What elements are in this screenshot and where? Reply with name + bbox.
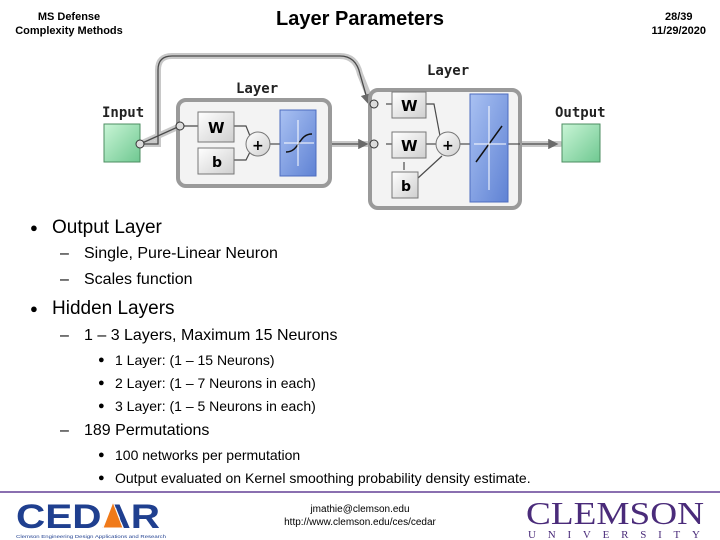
- hidden-layer-label: Layer: [236, 81, 278, 97]
- dot-marker: ●: [98, 400, 105, 412]
- clemson-logo: CLEMSON UNIVERSITY: [526, 495, 704, 540]
- course-line-2: Complexity Methods: [15, 25, 123, 37]
- bias-label-1: b: [212, 155, 222, 171]
- output-node: [561, 123, 601, 163]
- dot-marker: ●: [98, 377, 105, 389]
- bullet-text: Output Layer: [52, 217, 162, 238]
- sub-sub-bullet: ● 2 Layer: (1 – 7 Neurons in each): [30, 372, 710, 395]
- bias-label-2: b: [401, 179, 411, 195]
- summation-node-1: [245, 131, 271, 157]
- bias-block-2: [391, 171, 419, 199]
- bullet-marker: ●: [30, 220, 38, 235]
- sub-sub-bullet-text: 100 networks per permutation: [115, 447, 301, 463]
- cedar-logo-text: CEDAR: [16, 498, 160, 536]
- footer-divider: [0, 491, 720, 493]
- dot-marker: ●: [98, 354, 105, 366]
- sub-bullet: – Single, Pure-Linear Neuron: [30, 241, 710, 267]
- sub-sub-bullet: ● 100 networks per permutation: [30, 444, 710, 467]
- input-node: [103, 123, 141, 163]
- summation-node-2: [435, 131, 461, 157]
- sub-sub-bullet: ● Output evaluated on Kernel smoothing p…: [30, 467, 710, 490]
- dash-marker: –: [60, 422, 69, 439]
- cedar-logo: CEDAR Clemson Engineering Design Applica…: [16, 498, 167, 539]
- slide-title: Layer Parameters: [276, 8, 444, 30]
- sub-bullet-text: 189 Permutations: [84, 422, 210, 439]
- sum-label-1: +: [252, 138, 264, 154]
- sub-bullet: – 189 Permutations: [30, 418, 710, 444]
- dash-marker: –: [60, 271, 69, 288]
- sub-sub-bullet-text: Output evaluated on Kernel smoothing pro…: [115, 470, 531, 486]
- contact-url: http://www.clemson.edu/ces/cedar: [284, 517, 436, 528]
- weight-label-1: W: [208, 119, 225, 137]
- weight-label-2a: W: [401, 97, 418, 115]
- bullet-output-layer: ● Output Layer: [30, 214, 710, 241]
- sub-bullet: – 1 – 3 Layers, Maximum 15 Neurons: [30, 323, 710, 349]
- dash-marker: –: [60, 327, 69, 344]
- dot-marker: ●: [98, 449, 105, 461]
- contact-info: jmathie@clemson.edu http://www.clemson.e…: [230, 503, 490, 529]
- course-line-1: MS Defense: [37, 11, 101, 23]
- page-number: 28/39: [665, 11, 693, 23]
- slide-meta: 28/39 11/29/2020: [652, 10, 706, 38]
- course-title: MS Defense Complexity Methods: [4, 10, 134, 38]
- network-diagram: Input Output Layer Layer W b + W W b +: [102, 53, 606, 210]
- layer-weight-block-2: [391, 131, 427, 159]
- output-layer-label: Layer: [427, 63, 469, 79]
- dash-marker: –: [60, 245, 69, 262]
- cedar-tagline: Clemson Engineering Design Applications …: [16, 534, 167, 539]
- input-weight-block-2: [391, 91, 427, 119]
- sub-sub-bullet-text: 2 Layer: (1 – 7 Neurons in each): [115, 375, 316, 391]
- sub-sub-bullet: ● 1 Layer: (1 – 15 Neurons): [30, 349, 710, 372]
- sub-sub-bullet-text: 3 Layer: (1 – 5 Neurons in each): [115, 398, 316, 414]
- sub-sub-bullet: ● 3 Layer: (1 – 5 Neurons in each): [30, 395, 710, 418]
- sub-bullet-text: Single, Pure-Linear Neuron: [84, 245, 278, 262]
- sub-sub-bullet-text: 1 Layer: (1 – 15 Neurons): [115, 352, 275, 368]
- output-label: Output: [555, 105, 606, 121]
- sub-bullet-text: Scales function: [84, 271, 193, 288]
- weight-block-1: [197, 111, 235, 143]
- sum-label-2: +: [442, 138, 454, 154]
- contact-email: jmathie@clemson.edu: [310, 504, 410, 515]
- bullet-hidden-layers: ● Hidden Layers: [30, 295, 710, 322]
- sub-bullet-text: 1 – 3 Layers, Maximum 15 Neurons: [84, 327, 338, 344]
- slide-date: 11/29/2020: [651, 25, 706, 37]
- clemson-logo-text: CLEMSON: [526, 495, 704, 531]
- input-label: Input: [102, 105, 144, 121]
- bullet-marker: ●: [30, 301, 38, 316]
- bullet-text: Hidden Layers: [52, 298, 175, 319]
- sub-bullet: – Scales function: [30, 267, 710, 293]
- weight-label-2b: W: [401, 137, 418, 155]
- dot-marker: ●: [98, 472, 105, 484]
- slide-body: ● Output Layer – Single, Pure-Linear Neu…: [30, 214, 710, 490]
- bias-block-1: [197, 147, 235, 175]
